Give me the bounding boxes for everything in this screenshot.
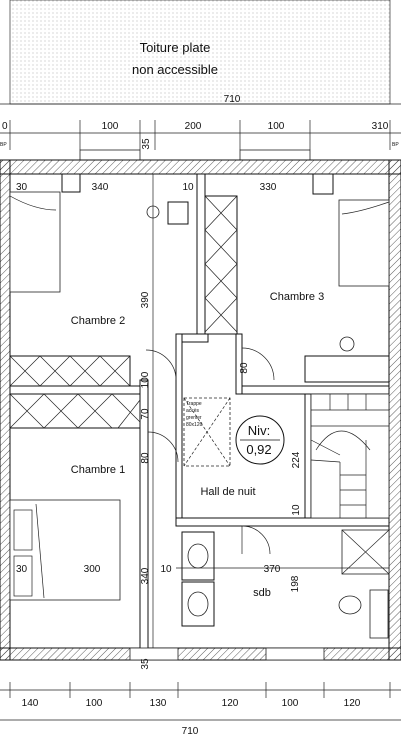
dim-ch1-left: 30 xyxy=(16,564,28,575)
top-edge-left: BP xyxy=(0,142,7,148)
top-segment-dimensions: 0 100 35 200 100 310 BP BP xyxy=(0,120,401,150)
bottom-dim-1: 100 xyxy=(86,698,103,709)
desk-chambre2 xyxy=(167,201,189,225)
dim-hall-10: 10 xyxy=(291,504,302,516)
window-bottom-right xyxy=(265,647,325,661)
bottom-segment-dimensions: 140 100 130 120 100 120 710 xyxy=(0,682,401,736)
room-chambre1: Chambre 1 xyxy=(71,464,125,476)
bottom-dim-3: 120 xyxy=(222,698,239,709)
hatch-note-l4: 80x120 xyxy=(186,422,203,428)
bathroom-fixtures xyxy=(181,529,390,639)
top-dim-4: 100 xyxy=(268,121,285,132)
dim-ch2-height: 390 xyxy=(140,291,151,308)
top-dim-3: 200 xyxy=(185,121,202,132)
roof-label-line1: Toiture plate xyxy=(140,40,211,55)
dim-ch2-left: 30 xyxy=(16,182,28,193)
dim-hall-224: 224 xyxy=(291,451,302,468)
dim-ch1-width: 300 xyxy=(84,564,101,575)
dim-ch1-height: 340 xyxy=(140,567,151,584)
bed-chambre3 xyxy=(338,199,390,287)
hatch-note-l1: Trappe xyxy=(186,401,202,407)
attic-hatch: Trappe accès grenier 80x120 xyxy=(183,397,231,467)
top-overall-dimension: 710 xyxy=(0,94,401,105)
dim-ch2-width: 340 xyxy=(92,182,109,193)
dim-hall-80: 80 xyxy=(140,452,151,464)
dim-ch3-width: 330 xyxy=(260,182,277,193)
dim-ch2-right: 10 xyxy=(182,182,194,193)
top-edge-right: BP xyxy=(392,142,399,148)
room-chambre2: Chambre 2 xyxy=(71,315,125,327)
bottom-overall-dim: 710 xyxy=(182,726,199,736)
level-value: 0,92 xyxy=(246,442,271,457)
top-dim-0: 0 xyxy=(2,121,8,132)
bed-chambre1 xyxy=(9,499,121,601)
outer-walls xyxy=(0,159,401,661)
room-hall: Hall de nuit xyxy=(200,486,255,498)
dim-door-ch2: 100 xyxy=(140,371,151,388)
dim-sdb-height: 198 xyxy=(290,575,301,592)
flat-roof: Toiture plate non accessible xyxy=(9,0,391,105)
top-dim-2: 35 xyxy=(141,138,152,150)
window-top-left xyxy=(79,149,141,161)
wardrobes xyxy=(9,195,238,429)
room-labels: Chambre 2 Chambre 3 Chambre 1 Hall de nu… xyxy=(71,291,324,599)
bottom-dim-0: 140 xyxy=(22,698,39,709)
room-chambre3: Chambre 3 xyxy=(270,291,324,303)
room-sdb: sdb xyxy=(253,587,271,599)
dim-sdb-width: 370 xyxy=(264,564,281,575)
staircase xyxy=(310,393,390,519)
desk-chambre3 xyxy=(304,355,390,383)
chair-chambre3 xyxy=(339,336,355,352)
dim-door-ch3: 80 xyxy=(239,362,250,374)
roof-label-line2: non accessible xyxy=(132,62,218,77)
doors xyxy=(145,347,275,555)
top-dim-5: 310 xyxy=(372,121,389,132)
bed-chambre2 xyxy=(9,191,61,293)
dim-bottom-35: 35 xyxy=(140,658,151,670)
interior-dimensions: 30 340 10 330 390 100 80 70 80 224 10 30… xyxy=(16,174,389,670)
bottom-dim-2: 130 xyxy=(150,698,167,709)
dim-hall-70: 70 xyxy=(140,408,151,420)
level-label: Niv: xyxy=(248,423,270,438)
window-bottom-left xyxy=(129,647,179,661)
hatch-note-l3: grenier xyxy=(186,415,202,421)
top-overall-dim-text: 710 xyxy=(224,94,241,105)
bottom-dim-5: 120 xyxy=(344,698,361,709)
level-marker: Niv: 0,92 xyxy=(235,415,285,465)
top-dim-1: 100 xyxy=(102,121,119,132)
window-top-right xyxy=(239,149,311,161)
dim-ch1-10: 10 xyxy=(160,564,172,575)
hatch-note-l2: accès xyxy=(186,408,200,414)
bottom-dim-4: 100 xyxy=(282,698,299,709)
